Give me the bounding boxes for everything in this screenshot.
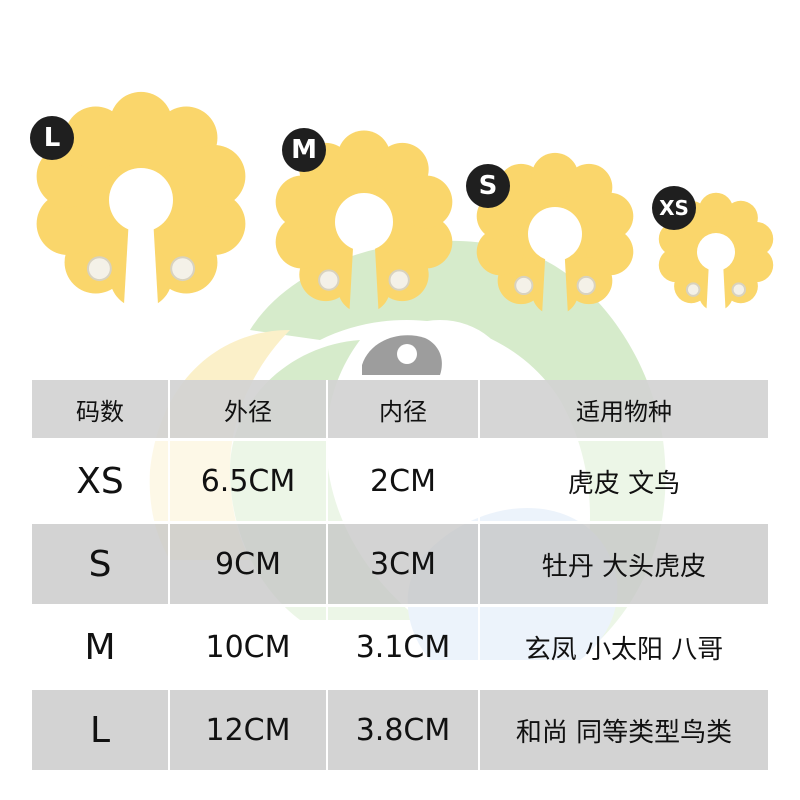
header-inner-diameter: 内径 [327,380,480,440]
size-table: 码数 外径 内径 适用物种 XS 6.5CM 2CM 虎皮 文鸟 S 9CM 3… [32,380,768,770]
inner-diameter-cell: 3CM [327,522,480,606]
snap-button-icon [731,282,747,297]
table-row: XS 6.5CM 2CM 虎皮 文鸟 [32,439,768,523]
size-cell: S [32,522,170,606]
inner-diameter-cell: 2CM [327,439,480,523]
snap-button-icon [170,256,196,282]
size-cell: L [32,688,170,770]
snap-button-icon [86,256,112,282]
table-header-row: 码数 外径 内径 适用物种 [32,380,768,440]
size-badge-xs: XS [652,186,696,230]
header-species: 适用物种 [479,380,768,440]
collar-m [275,130,453,314]
collar-illustrations [36,91,774,316]
collar-l [36,91,246,309]
snap-button-icon [318,269,340,291]
header-size: 码数 [32,380,170,440]
species-cell: 虎皮 文鸟 [479,439,768,523]
table-row: M 10CM 3.1CM 玄凤 小太阳 八哥 [32,605,768,689]
table-row: S 9CM 3CM 牡丹 大头虎皮 [32,522,768,606]
size-badge-m: M [282,128,326,172]
size-badge-s: S [466,164,510,208]
outer-diameter-cell: 9CM [169,522,328,606]
header-outer-diameter: 外径 [169,380,328,440]
outer-diameter-cell: 6.5CM [169,439,328,523]
size-badge-l: L [30,116,74,160]
snap-button-icon [388,269,410,291]
species-cell: 玄凤 小太阳 八哥 [479,605,768,689]
species-cell: 和尚 同等类型鸟类 [479,688,768,770]
outer-diameter-cell: 10CM [169,605,328,689]
size-cell: XS [32,439,170,523]
snap-button-icon [576,275,596,296]
table-row: L 12CM 3.8CM 和尚 同等类型鸟类 [32,688,768,770]
outer-diameter-cell: 12CM [169,688,328,770]
snap-button-icon [514,275,534,296]
snap-button-icon [685,282,701,297]
size-cell: M [32,605,170,689]
species-cell: 牡丹 大头虎皮 [479,522,768,606]
inner-diameter-cell: 3.8CM [327,688,480,770]
inner-diameter-cell: 3.1CM [327,605,480,689]
